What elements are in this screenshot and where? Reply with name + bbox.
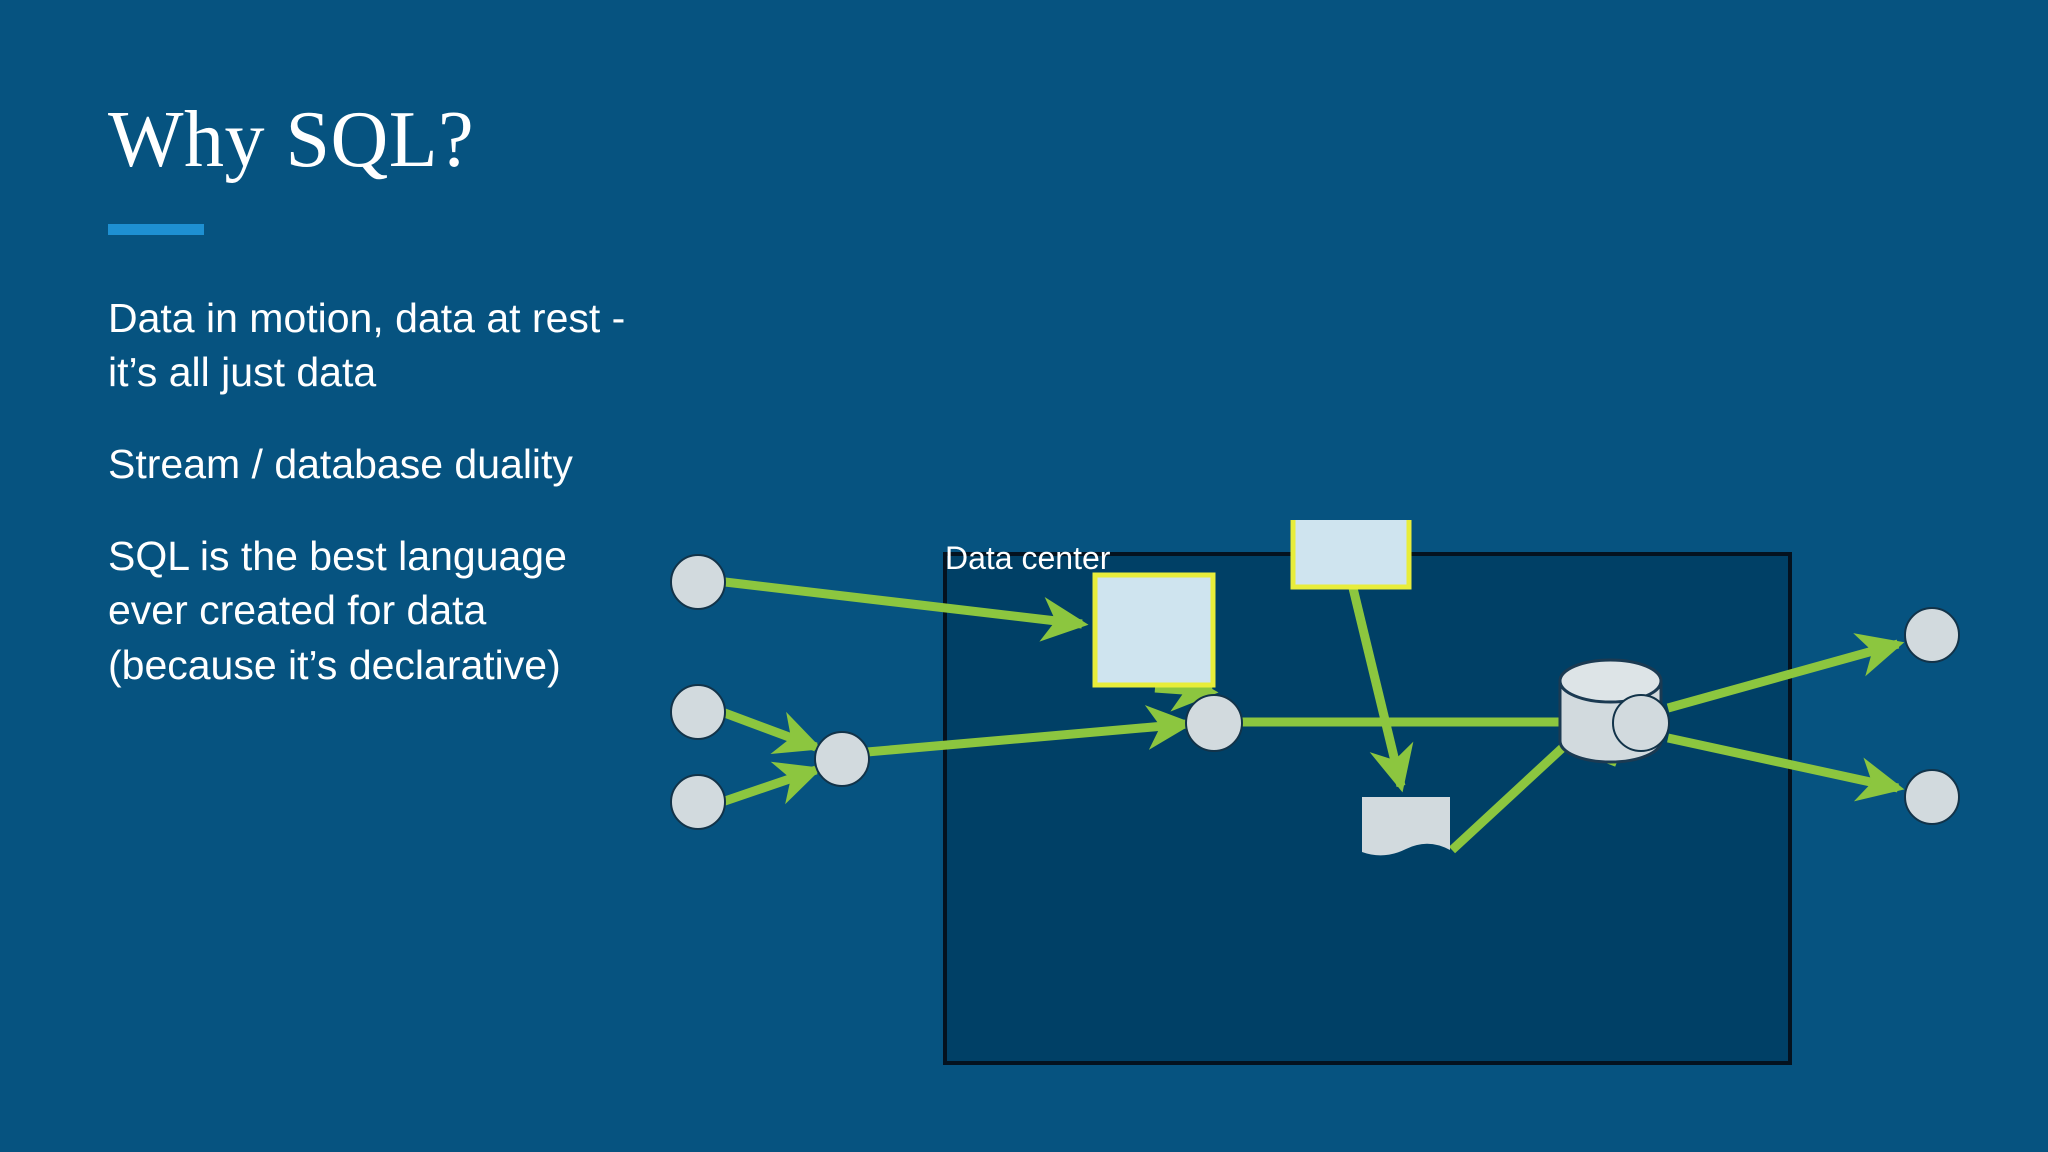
body-paragraph-1: Data in motion, data at rest - it’s all …	[108, 295, 626, 396]
body-paragraph-3: SQL is the best language ever created fo…	[108, 533, 567, 688]
edge-app-top-to-document	[1348, 586, 1414, 793]
body-text-group: Data in motion, data at rest - it’s all …	[108, 291, 668, 692]
architecture-diagram: Data center	[620, 520, 2000, 1120]
left-content-column: Why SQL? Data in motion, data at rest - …	[108, 100, 668, 692]
app-square-top	[1290, 520, 1412, 590]
datacenter-label: Data center	[945, 540, 1111, 576]
edge-client-bottom-to-edge-node	[720, 761, 823, 807]
edge-node-left	[814, 731, 870, 787]
body-paragraph-2: Stream / database duality	[108, 441, 573, 488]
edge-edge-node-to-inner-node	[866, 705, 1194, 757]
app-square-left	[1092, 572, 1216, 688]
edge-client-mid-to-edge-node	[720, 707, 823, 755]
client-node-top	[670, 554, 726, 610]
node-group	[670, 554, 1960, 830]
inner-node-center	[1185, 694, 1243, 752]
client-node-mid	[670, 684, 726, 740]
output-node-top	[1904, 607, 1960, 663]
edge-client-top-to-app-left	[724, 577, 1089, 642]
edge-hub-node-to-output-top	[1666, 633, 1905, 713]
page-title: Why SQL?	[108, 96, 475, 184]
document-shape-icon	[1362, 797, 1450, 856]
client-node-bottom	[670, 774, 726, 830]
output-node-bottom	[1904, 769, 1960, 825]
diagram-svg	[670, 520, 1960, 1065]
edge-hub-node-to-output-bottom	[1667, 733, 1905, 802]
edge-app-left-to-inner-node	[1154, 666, 1219, 712]
hub-node-right	[1612, 694, 1670, 752]
title-accent-bar	[108, 224, 204, 235]
